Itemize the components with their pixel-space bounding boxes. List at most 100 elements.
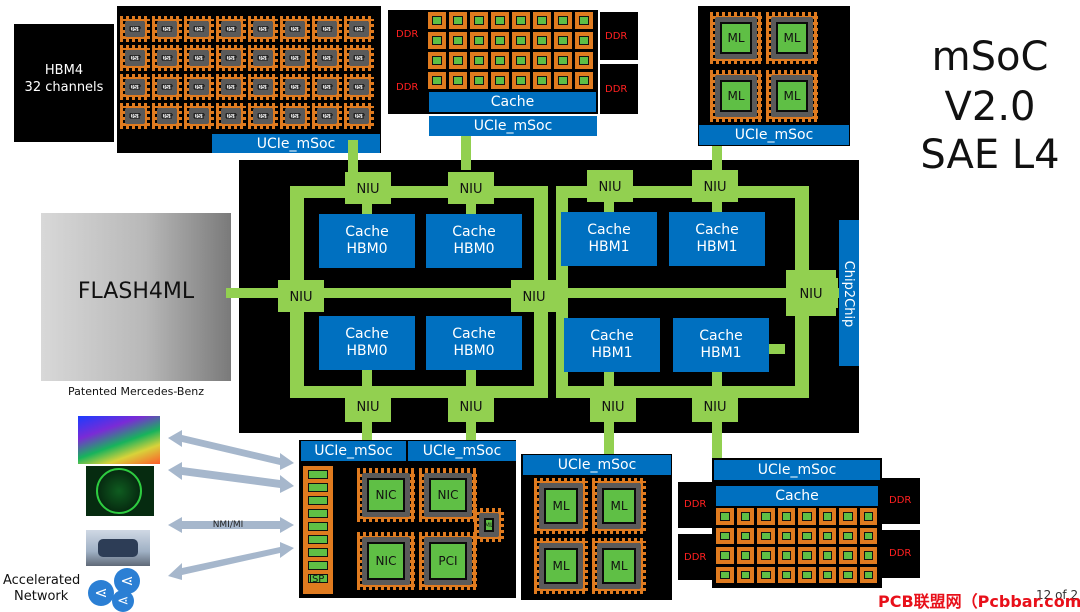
ddr-cell-core — [453, 16, 463, 25]
ddr-cell-core — [558, 36, 568, 45]
ddr-cell — [449, 12, 467, 29]
ddr-cell-core — [516, 56, 526, 65]
dsp-chip-core: DSP — [288, 54, 302, 62]
noc-link — [466, 412, 476, 442]
dsp-chip-core: DSP — [192, 54, 206, 62]
ddr-cell — [533, 12, 551, 29]
noc-link — [604, 198, 614, 216]
ml-chip-core: ML — [776, 80, 808, 112]
flash4ml-label: FLASH4ML — [77, 279, 195, 304]
ddr-cell — [554, 12, 572, 29]
cache-hbm-label: HBM0 — [453, 241, 495, 257]
noc-link — [755, 344, 785, 354]
double-arrow-icon — [168, 517, 294, 533]
isp-label: ISP — [309, 574, 325, 585]
ddr-cell-core — [720, 512, 730, 521]
ddr-cell — [512, 12, 530, 29]
ddr-cell-core — [740, 570, 750, 579]
ddr-cell — [859, 527, 877, 544]
dsp-chip-core: DSP — [160, 83, 174, 91]
ddr-cell — [575, 12, 593, 29]
niu-node — [511, 280, 557, 312]
dsp-chip-core: DSP — [224, 54, 238, 62]
ddr-cell-core — [558, 56, 568, 65]
ddr-cell-core — [432, 36, 442, 45]
ddr-right-top-block — [600, 12, 638, 60]
ddr-cell-core — [822, 531, 832, 540]
ddr-cell — [428, 32, 446, 49]
ml-chip-core: ML — [484, 518, 494, 532]
dsp-chip-core: DSP — [224, 112, 238, 120]
ddr-label: DDR — [889, 495, 912, 506]
niu-label: NIU — [289, 290, 312, 305]
pci-chip-core: PCI — [429, 542, 467, 580]
ddr-cell-core — [802, 531, 812, 540]
ddr-right-bottom-block — [600, 64, 638, 114]
ddr-cell-core — [474, 36, 484, 45]
noc-link — [362, 412, 372, 442]
dsp-chip-core: DSP — [160, 112, 174, 120]
ddr-cell-core — [740, 551, 750, 560]
niu-label: NIU — [459, 400, 482, 415]
ddr-cell-core — [579, 36, 589, 45]
cache-hbm-label: HBM0 — [346, 241, 388, 257]
ddr-cell-core — [781, 570, 791, 579]
ddr-left-top-block — [678, 482, 714, 528]
ucie-ddr-bottom-bar: UCIe_mSoc — [714, 460, 880, 480]
title-line-1: mSoC — [931, 34, 1049, 80]
ddr-cell-core — [537, 76, 547, 85]
ddr-cell-core — [495, 16, 505, 25]
niu-node — [692, 170, 738, 202]
title-line-3: SAE L4 — [920, 132, 1060, 178]
ddr-cell-core — [843, 512, 853, 521]
ddr-cell — [533, 52, 551, 69]
dsp-chip-core: DSP — [288, 83, 302, 91]
accelerated-network-label-2: Network — [14, 589, 69, 604]
dsp-chip-core: DSP — [256, 112, 270, 120]
ddr-cell-core — [802, 570, 812, 579]
ucie-io-bar-left: UCIe_mSoc — [301, 441, 406, 461]
ddr-cell-core — [579, 56, 589, 65]
niu-node — [786, 270, 836, 316]
ddr-cell — [512, 32, 530, 49]
noc-link — [712, 414, 722, 460]
ddr-cell — [757, 508, 775, 525]
ddr-cell-core — [579, 16, 589, 25]
cache-label: Cache — [590, 328, 634, 344]
ddr-cell — [428, 72, 446, 89]
cache-label: Cache — [452, 326, 496, 342]
noc-link — [362, 370, 372, 388]
dsp-chip-core: DSP — [192, 112, 206, 120]
ddr-cell-core — [474, 56, 484, 65]
ddr-cell-core — [495, 76, 505, 85]
share-network-icon: ⋖ — [114, 568, 140, 594]
ddr-cell — [449, 52, 467, 69]
ml-chip-core: ML — [720, 80, 752, 112]
ddr-cell-core — [558, 76, 568, 85]
niu-label: NIU — [601, 400, 624, 415]
niu-label: NIU — [799, 287, 822, 302]
dsp-chip-core: DSP — [352, 54, 366, 62]
ddr-cell — [839, 527, 857, 544]
ddr-cell — [818, 527, 836, 544]
double-arrow-icon — [168, 462, 294, 493]
ddr-cell — [818, 566, 836, 583]
ddr-cell-core — [802, 551, 812, 560]
niu-label: NIU — [598, 180, 621, 195]
ddr-cell-core — [720, 531, 730, 540]
ddr-cell — [533, 32, 551, 49]
ddr-cell — [716, 527, 734, 544]
ddr-cell-core — [843, 570, 853, 579]
ddr-cell — [491, 12, 509, 29]
nic-chip-core: NIC — [429, 478, 467, 512]
noc-link — [466, 370, 476, 388]
niu-label: NIU — [703, 400, 726, 415]
ddr-cell-core — [516, 76, 526, 85]
ucie-ml-top-bar: UCIe_mSoc — [699, 125, 849, 145]
